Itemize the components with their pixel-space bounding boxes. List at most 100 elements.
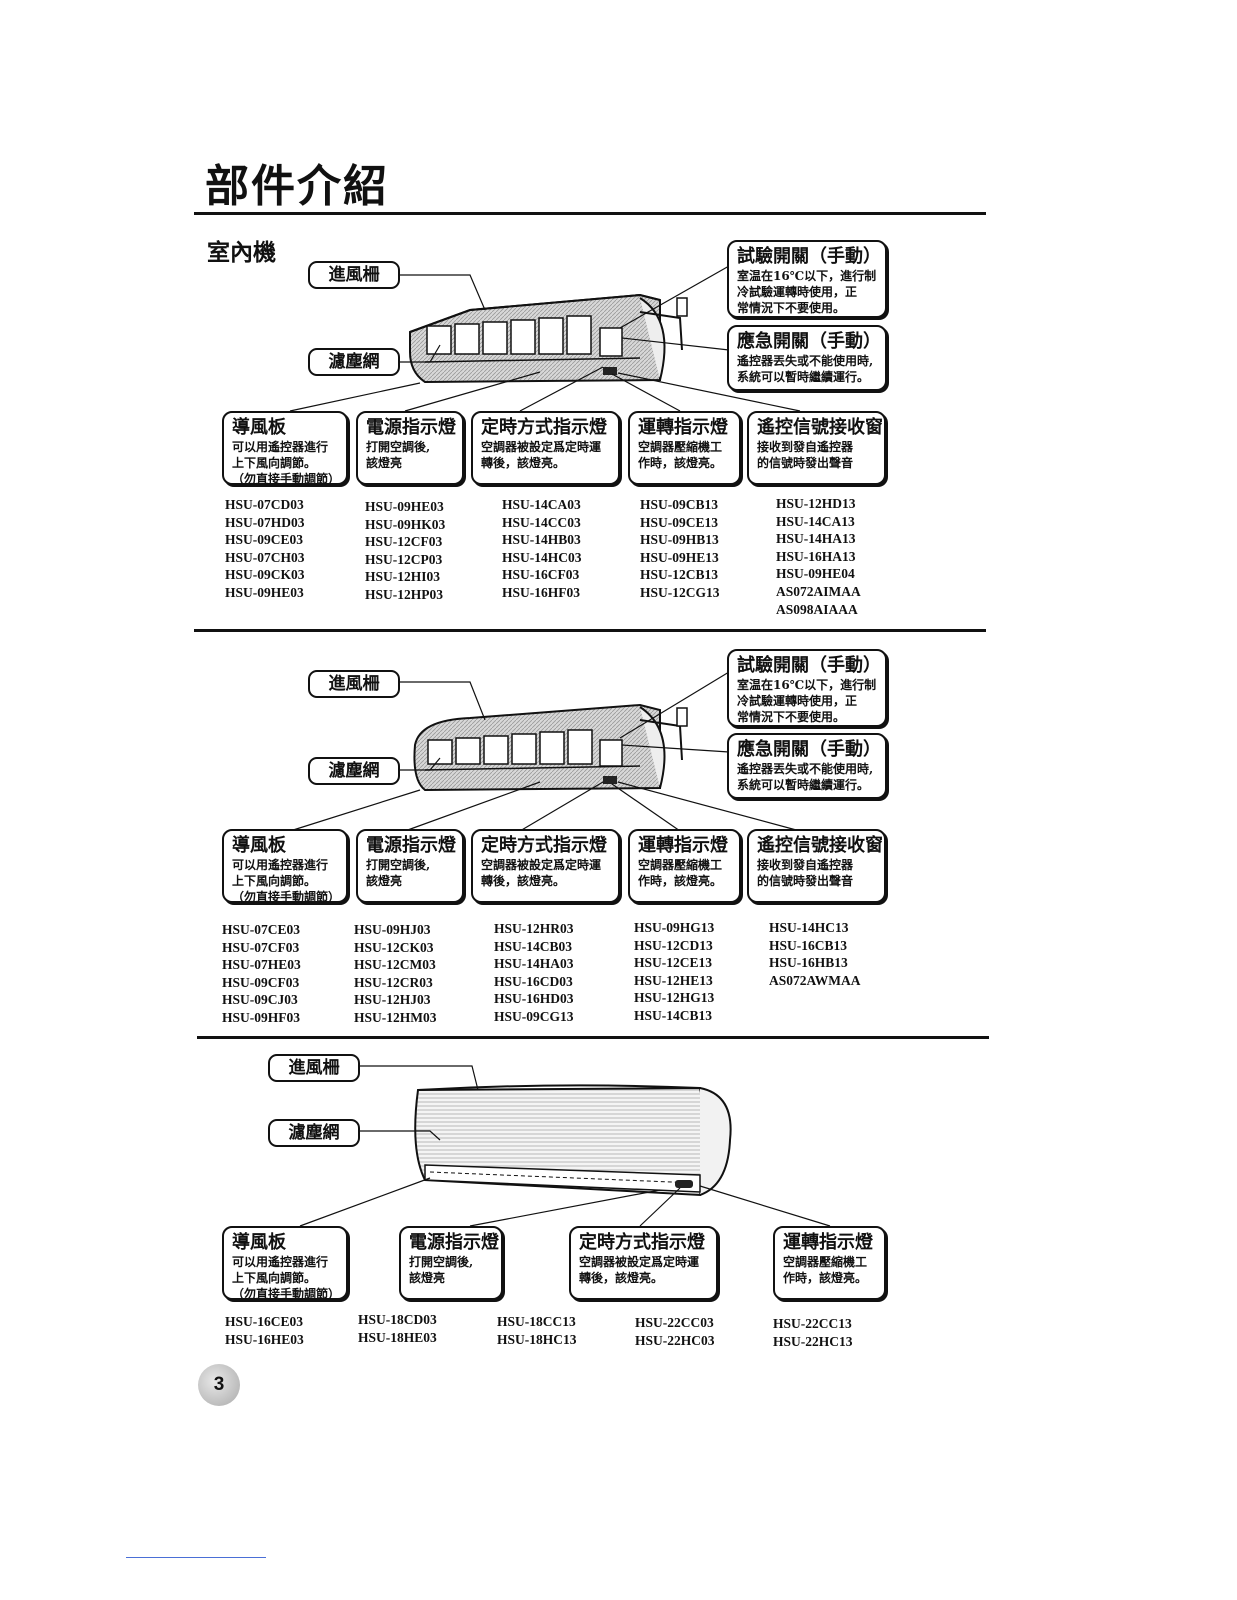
timer-light-desc: 空調器被設定爲定時運 轉後，該燈亮。 [481, 440, 602, 470]
run-light-desc: 空調器壓縮機工 作時，該燈亮。 [783, 1255, 868, 1285]
model-item: HSU-07CD03 [225, 497, 304, 512]
model-item: HSU-07HE03 [222, 957, 301, 973]
model-item: HSU-12CE13 [634, 955, 713, 971]
louver-callout: 導風板 可以用遙控器進行 上下風向調節。 （勿直接手動調節） [222, 411, 348, 486]
indoor-unit-2-illustration [413, 703, 688, 792]
model-item: HSU-09HE03 [225, 584, 304, 600]
model-item: HSU-09HE03 [365, 499, 444, 514]
run-light-callout: 運轉指示燈 空調器壓縮機工 作時，該燈亮。 [628, 411, 741, 485]
model-item: HSU-14HC03 [502, 549, 582, 565]
model-item: HSU-12CG13 [640, 584, 720, 600]
run-light-callout: 運轉指示燈 空調器壓縮機工 作時，該燈亮。 [628, 829, 741, 903]
model-item: HSU-09HK03 [365, 516, 446, 532]
timer-light-title: 定時方式指示燈 [481, 835, 607, 856]
model-item: HSU-22CC13 [773, 1316, 852, 1331]
power-light-title: 電源指示燈 [366, 417, 456, 438]
emergency-switch-title: 應急開關（手動） [737, 331, 881, 352]
model-item: HSU-16HE03 [225, 1331, 304, 1347]
model-item: HSU-16HA13 [776, 548, 856, 564]
model-item: HSU-09CK03 [225, 567, 305, 583]
model-item: HSU-14CB13 [634, 1007, 713, 1023]
leader-lines-3 [299, 1065, 831, 1227]
timer-light-title: 定時方式指示燈 [579, 1232, 705, 1253]
emergency-switch-callout: 應急開關（手動） 遙控器丟失或不能使用時, 系統可以暫時繼續運行。 [727, 733, 887, 799]
model-item: HSU-12CF03 [365, 534, 443, 550]
s1-model-col-3: HSU-14CA03 HSU-14CC03 HSU-14HB03 HSU-14H… [502, 496, 582, 602]
model-item: HSU-14HC13 [769, 920, 849, 935]
model-item: HSU-12HJ03 [354, 992, 431, 1008]
s2-model-col-5: HSU-14HC13 HSU-16CB13 HSU-16HB13 AS072AW… [769, 919, 861, 989]
test-switch-desc: 室温在16℃以下，進行制 冷試驗運轉時使用，正 常情況下不要使用。 [737, 269, 877, 315]
receiver-callout: 遙控信號接收窗 接收到發自遙控器 的信號時發出聲音 [747, 411, 886, 485]
power-light-title: 電源指示燈 [409, 1232, 499, 1253]
emergency-switch-desc: 遙控器丟失或不能使用時, 系統可以暫時繼續運行。 [737, 762, 874, 792]
s3-model-col-4: HSU-22CC03 HSU-22HC03 [635, 1314, 715, 1349]
model-item: HSU-12CD13 [634, 937, 713, 953]
section-divider-2 [197, 1036, 989, 1039]
s3-model-col-3: HSU-18CC13 HSU-18HC13 [497, 1313, 577, 1348]
model-item: HSU-22CC03 [635, 1315, 714, 1330]
model-item: HSU-09HG13 [634, 920, 715, 935]
s2-model-col-3: HSU-12HR03 HSU-14CB03 HSU-14HA03 HSU-16C… [494, 920, 574, 1026]
section-divider-1 [194, 629, 986, 632]
footer-link-line [126, 1557, 266, 1558]
grille-label: 進風柵 [308, 261, 400, 289]
model-item: HSU-14CB03 [494, 938, 573, 954]
emergency-switch-callout: 應急開關（手動） 遙控器丟失或不能使用時, 系統可以暫時繼續運行。 [727, 325, 887, 391]
timer-light-desc: 空調器被設定爲定時運 轉後，該燈亮。 [481, 858, 602, 888]
page-title: 部件介紹 [205, 161, 389, 212]
model-item: HSU-12HI03 [365, 569, 441, 585]
model-item: HSU-09CE03 [225, 532, 304, 548]
model-item: HSU-12HP03 [365, 586, 444, 602]
model-item: HSU-12CB13 [640, 567, 719, 583]
louver-title: 導風板 [232, 417, 286, 438]
model-item: HSU-12HD13 [776, 496, 856, 511]
model-item: HSU-16HF03 [502, 584, 581, 600]
s2-model-col-4: HSU-09HG13 HSU-12CD13 HSU-12CE13 HSU-12H… [634, 919, 714, 1025]
model-item: HSU-09CG13 [494, 1008, 574, 1024]
power-light-callout: 電源指示燈 打開空調後, 該燈亮 [356, 829, 464, 903]
model-item: HSU-16HD03 [494, 991, 574, 1007]
louver-title: 導風板 [232, 1232, 286, 1253]
grille-label: 進風柵 [308, 670, 400, 698]
test-switch-desc: 室温在16℃以下，進行制 冷試驗運轉時使用，正 常情況下不要使用。 [737, 678, 877, 724]
model-item: HSU-16CB13 [769, 937, 848, 953]
timer-light-title: 定時方式指示燈 [481, 417, 607, 438]
model-item: HSU-12HG13 [634, 990, 715, 1006]
test-switch-title: 試驗開關（手動） [737, 246, 881, 267]
model-item: HSU-18HE03 [358, 1329, 437, 1345]
model-item: HSU-18CC13 [497, 1314, 576, 1329]
run-light-title: 運轉指示燈 [783, 1232, 873, 1253]
model-item: HSU-09CB13 [640, 497, 719, 512]
indoor-unit-3-illustration [414, 1084, 732, 1197]
power-light-desc: 打開空調後, 該燈亮 [409, 1255, 474, 1285]
power-light-desc: 打開空調後, 該燈亮 [366, 858, 431, 888]
receiver-callout: 遙控信號接收窗 接收到發自遙控器 的信號時發出聲音 [747, 829, 886, 903]
s3-model-col-2: HSU-18CD03 HSU-18HE03 [358, 1311, 437, 1346]
model-item: HSU-12HE13 [634, 972, 713, 988]
model-item: HSU-16HB13 [769, 955, 848, 971]
test-switch-callout: 試驗開關（手動） 室温在16℃以下，進行制 冷試驗運轉時使用，正 常情況下不要使… [727, 240, 887, 318]
model-item: HSU-12CR03 [354, 974, 433, 990]
emergency-switch-title: 應急開關（手動） [737, 739, 881, 760]
model-item: HSU-09HE13 [640, 549, 719, 565]
model-item: AS072AWMAA [769, 972, 861, 988]
s1-model-col-5: HSU-12HD13 HSU-14CA13 HSU-14HA13 HSU-16H… [776, 495, 861, 618]
louver-desc: 可以用遙控器進行 上下風向調節。 （勿直接手動調節） [232, 858, 341, 904]
section-title: 室內機 [207, 239, 276, 266]
louver-desc: 可以用遙控器進行 上下風向調節。 （勿直接手動調節） [232, 440, 341, 486]
test-switch-callout: 試驗開關（手動） 室温在16℃以下，進行制 冷試驗運轉時使用，正 常情況下不要使… [727, 649, 887, 727]
run-light-title: 運轉指示燈 [638, 417, 728, 438]
s1-model-col-1: HSU-07CD03 HSU-07HD03 HSU-09CE03 HSU-07C… [225, 496, 305, 602]
model-item: HSU-12HM03 [354, 1009, 437, 1025]
s3-model-col-1: HSU-16CE03 HSU-16HE03 [225, 1313, 304, 1348]
receiver-title: 遙控信號接收窗 [757, 835, 883, 856]
filter-label: 濾塵網 [308, 348, 400, 376]
model-item: HSU-14CA13 [776, 513, 855, 529]
model-item: AS098AIAAA [776, 601, 858, 617]
run-light-callout: 運轉指示燈 空調器壓縮機工 作時，該燈亮。 [773, 1226, 886, 1300]
model-item: HSU-22HC03 [635, 1332, 715, 1348]
louver-callout: 導風板 可以用遙控器進行 上下風向調節。 （勿直接手動調節） [222, 829, 348, 904]
model-item: HSU-07CF03 [222, 939, 300, 955]
